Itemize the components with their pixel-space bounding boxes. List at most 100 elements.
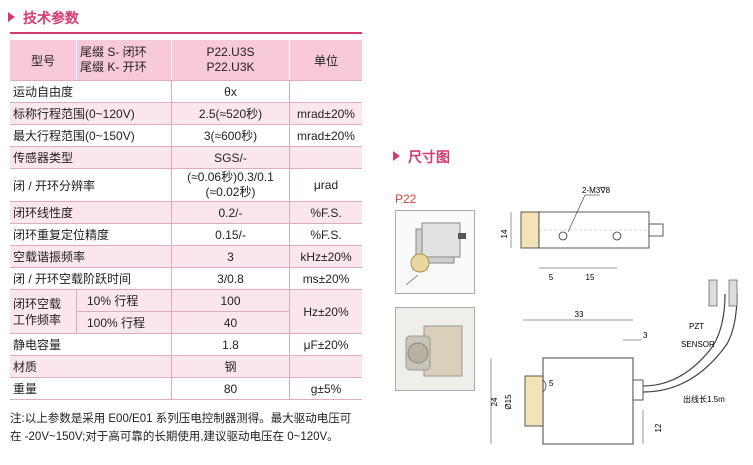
header-model-names: P22.U3S P22.U3K — [171, 40, 290, 81]
header-model-k: P22.U3K — [206, 60, 255, 74]
row-value: 80 — [171, 377, 290, 400]
row-label: 运动自由度 — [10, 80, 172, 103]
side-view-drawing: 33 3 5 24 Ø15 12 PZT SENSOR 出线长1.5m — [490, 279, 738, 445]
work-freq-row: 100% 行程 40 — [10, 311, 362, 334]
work-freq-label-line1: 闭环空载 — [13, 296, 62, 311]
height-24-label: 24 — [490, 397, 499, 406]
pzt-label: PZT — [689, 322, 704, 331]
table-row: 闭 / 开环空载阶跃时间 3/0.8 ms±20% — [10, 267, 362, 290]
row-unit: mrad±20% — [289, 124, 362, 147]
triangle-bullet-icon — [393, 151, 400, 161]
height-label: 14 — [500, 229, 509, 238]
row-value: 3 — [171, 245, 290, 268]
table-row: 静电容量 1.8 μF±20% — [10, 333, 362, 356]
dim-15-label: 15 — [586, 273, 595, 282]
spec-table: 型号 尾缀 S- 闭环 尾缀 K- 开环 P22.U3S P22.U3K 单位 … — [10, 40, 362, 400]
work-freq-label-line2: 工作频率 — [13, 312, 62, 327]
length-33-label: 33 — [575, 310, 584, 319]
product-photo-side — [395, 307, 475, 391]
work-freq-sub: 10% 行程 — [76, 289, 172, 312]
note-line2: 在 -20V~150V;对于高可靠的长期使用,建议驱动电压在 0~120V。 — [10, 431, 339, 443]
row-value: 钢 — [171, 355, 290, 378]
row-label: 最大行程范围(0~150V) — [10, 124, 172, 147]
table-row: 运动自由度 θx — [10, 80, 362, 103]
row-unit — [289, 80, 362, 103]
row-value: 0.2/- — [171, 201, 290, 224]
title-underline — [10, 32, 362, 34]
triangle-bullet-icon — [8, 12, 15, 22]
diameter-label: Ø15 — [504, 394, 513, 410]
header-unit: 单位 — [289, 40, 362, 81]
table-row: 空载谐振频率 3 kHz±20% — [10, 245, 362, 268]
work-freq-label: 闭环空载 工作频率 — [10, 289, 77, 334]
dimension-section-title: 尺寸图 — [393, 147, 450, 167]
spec-header-row: 型号 尾缀 S- 闭环 尾缀 K- 开环 P22.U3S P22.U3K 单位 — [10, 40, 362, 81]
note-line1: 注:以上参数是采用 E00/E01 系列压电控制器测得。最大驱动电压可 — [10, 413, 352, 425]
table-row: 传感器类型 SGS/- — [10, 146, 362, 169]
row-unit: μrad — [289, 168, 362, 202]
table-row: 标称行程范围(0~120V) 2.5(≈520秒) mrad±20% — [10, 102, 362, 125]
dimension-title-text: 尺寸图 — [408, 149, 450, 165]
row-label: 重量 — [10, 377, 172, 400]
product-photo-front — [395, 210, 475, 294]
row-value: θx — [171, 80, 290, 103]
row-value: 2.5(≈520秒) — [171, 102, 290, 125]
table-row: 材质 钢 — [10, 355, 362, 378]
lip-5-label: 5 — [549, 379, 554, 388]
table-row: 重量 80 g±5% — [10, 377, 362, 400]
row-value: 0.15/- — [171, 223, 290, 246]
header-suffix-s: 尾缀 S- 闭环 — [80, 45, 147, 59]
row-label: 空载谐振频率 — [10, 245, 172, 268]
row-unit: μF±20% — [289, 333, 362, 356]
end-3-label: 3 — [643, 331, 648, 340]
row-unit: g±5% — [289, 377, 362, 400]
table-row: 闭环重复定位精度 0.15/- %F.S. — [10, 223, 362, 246]
work-freq-unit: Hz±20% — [289, 289, 362, 334]
work-freq-value: 40 — [171, 311, 290, 334]
resolution-value-line2: (≈0.02秒) — [205, 185, 256, 199]
row-unit: kHz±20% — [289, 245, 362, 268]
sensor-label: SENSOR — [681, 340, 715, 349]
top-view-drawing: 2-M3∇8 14 5 15 — [500, 186, 664, 282]
row-value: (≈0.06秒)0.3/0.1 (≈0.02秒) — [171, 168, 290, 202]
model-label: P22 — [395, 192, 417, 206]
header-model-s: P22.U3S — [206, 45, 255, 59]
header-suffix-k: 尾缀 K- 开环 — [80, 60, 147, 74]
cable-length-label: 出线长1.5m — [683, 394, 725, 404]
row-label: 闭 / 开环分辨率 — [10, 168, 172, 202]
row-label: 闭 / 开环空载阶跃时间 — [10, 267, 172, 290]
row-label: 标称行程范围(0~120V) — [10, 102, 172, 125]
work-freq-sub: 100% 行程 — [76, 311, 172, 334]
row-label: 传感器类型 — [10, 146, 172, 169]
spec-title-text: 技术参数 — [23, 10, 79, 26]
header-model: 型号 — [10, 40, 77, 81]
row-label: 闭环线性度 — [10, 201, 172, 224]
base-12-label: 12 — [654, 423, 663, 432]
table-row: 闭环线性度 0.2/- %F.S. — [10, 201, 362, 224]
work-freq-value: 100 — [171, 289, 290, 312]
row-unit — [289, 146, 362, 169]
hole-spec-label: 2-M3∇8 — [582, 186, 611, 195]
row-unit: mrad±20% — [289, 102, 362, 125]
dim-5-label: 5 — [549, 273, 554, 282]
row-label: 静电容量 — [10, 333, 172, 356]
spec-section-title: 技术参数 — [8, 8, 79, 28]
row-unit: ms±20% — [289, 267, 362, 290]
row-unit: %F.S. — [289, 223, 362, 246]
product-photo-front-graphic — [405, 222, 466, 286]
table-row: 闭 / 开环分辨率 (≈0.06秒)0.3/0.1 (≈0.02秒) μrad — [10, 168, 362, 202]
row-unit: %F.S. — [289, 201, 362, 224]
table-row: 最大行程范围(0~150V) 3(≈600秒) mrad±20% — [10, 124, 362, 147]
row-value: 3/0.8 — [171, 267, 290, 290]
spec-note: 注:以上参数是采用 E00/E01 系列压电控制器测得。最大驱动电压可 在 -2… — [10, 410, 370, 446]
work-freq-row: 闭环空载 工作频率 10% 行程 100 Hz±20% — [10, 289, 362, 334]
row-value: 3(≈600秒) — [171, 124, 290, 147]
row-label: 材质 — [10, 355, 172, 378]
header-suffix: 尾缀 S- 闭环 尾缀 K- 开环 — [76, 40, 172, 81]
dimension-drawing: 2-M3∇8 14 5 15 33 3 5 24 Ø15 12 PZT SENS… — [490, 186, 738, 445]
row-unit — [289, 355, 362, 378]
product-photo-side-graphic — [405, 325, 463, 377]
row-label: 闭环重复定位精度 — [10, 223, 172, 246]
resolution-value-line1: (≈0.06秒)0.3/0.1 — [187, 170, 274, 184]
row-value: SGS/- — [171, 146, 290, 169]
